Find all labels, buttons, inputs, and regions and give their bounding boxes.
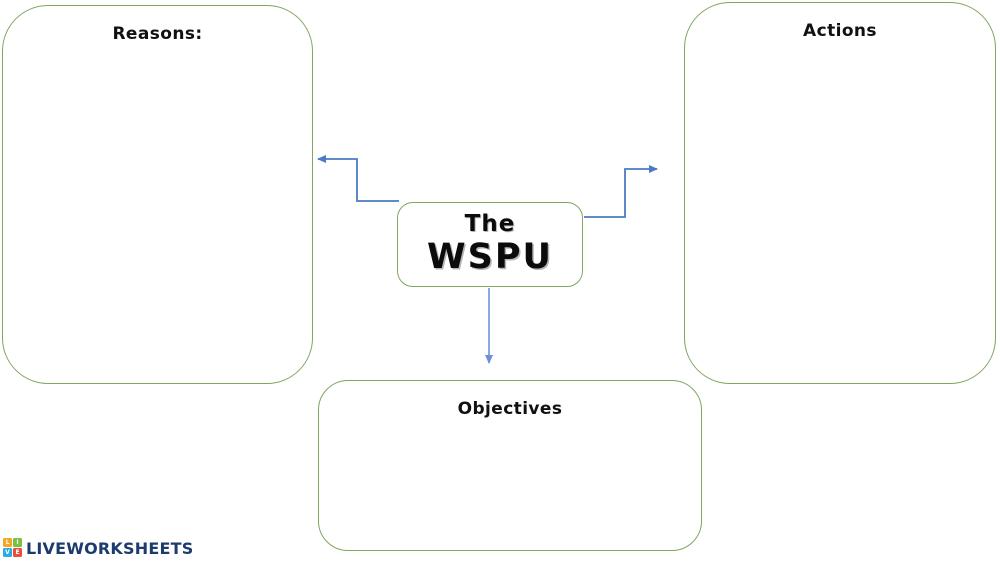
liveworksheets-brand-text: LIVEWORKSHEETS	[26, 538, 194, 558]
arrow-center-to-actions	[584, 165, 658, 218]
liveworksheets-logo[interactable]: L I V E LIVEWORKSHEETS	[3, 538, 193, 558]
wspu-center-node: The WSPU	[397, 202, 583, 287]
objectives-label: Objectives	[457, 399, 563, 419]
logo-square-orange: L	[3, 538, 12, 547]
wspu-title-line2: WSPU	[427, 237, 553, 278]
arrow-center-to-reasons	[317, 155, 399, 202]
logo-square-green: I	[13, 538, 22, 547]
actions-box[interactable]: Actions	[684, 2, 996, 384]
liveworksheets-logo-icon: L I V E	[3, 538, 23, 558]
logo-square-blue: V	[3, 548, 12, 557]
objectives-box[interactable]: Objectives	[318, 380, 702, 551]
actions-label: Actions	[803, 21, 877, 41]
wspu-title-line1: The	[464, 210, 516, 237]
reasons-label: Reasons:	[112, 24, 203, 44]
logo-square-red: E	[13, 548, 22, 557]
reasons-box[interactable]: Reasons:	[2, 5, 313, 384]
